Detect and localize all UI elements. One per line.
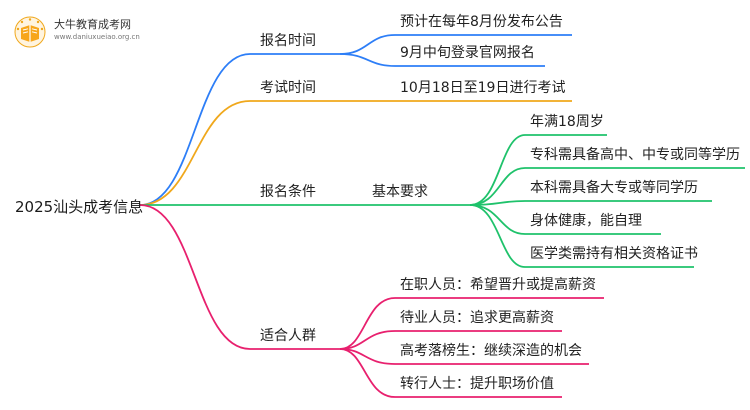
exam-time-item: 10月18日至19日进行考试: [400, 80, 566, 96]
branch-registration-time: 报名时间: [260, 33, 316, 49]
audience-item: 高考落榜生：继续深造的机会: [400, 343, 582, 359]
branch-eligibility: 报名条件: [260, 184, 316, 200]
branch-exam-time-lines: [139, 100, 572, 206]
audience-item: 转行人士：提升职场价值: [400, 376, 554, 392]
book-logo-icon: [14, 16, 46, 48]
requirement-item: 专科需具备高中、中专或同等学历: [530, 147, 740, 163]
branch-audience-lines: [139, 204, 604, 398]
requirement-item: 年满18周岁: [530, 114, 604, 130]
requirement-item: 身体健康，能自理: [530, 213, 642, 229]
branch-audience: 适合人群: [260, 328, 316, 344]
audience-item: 在职人员：希望晋升或提高薪资: [400, 277, 596, 293]
branch-exam-time: 考试时间: [260, 80, 316, 96]
audience-item: 待业人员：追求更高薪资: [400, 310, 554, 326]
brand-logo: 大牛教育成考网 www.daniuxueiao.org.cn: [14, 16, 164, 48]
branch-registration-time-lines: [139, 34, 572, 206]
brand-name: 大牛教育成考网: [54, 18, 131, 31]
brand-url: www.daniuxueiao.org.cn: [54, 33, 140, 41]
requirement-item: 本科需具备大专或等同学历: [530, 180, 698, 196]
requirement-item: 医学类需持有相关资格证书: [530, 246, 698, 262]
root-node: 2025汕头成考信息: [15, 198, 144, 216]
registration-time-item: 预计在每年8月份发布公告: [400, 14, 563, 30]
branch-eligibility-lines: [140, 134, 745, 268]
registration-time-item: 9月中旬登录官网报名: [400, 45, 535, 61]
eligibility-basic-requirements: 基本要求: [372, 184, 428, 200]
